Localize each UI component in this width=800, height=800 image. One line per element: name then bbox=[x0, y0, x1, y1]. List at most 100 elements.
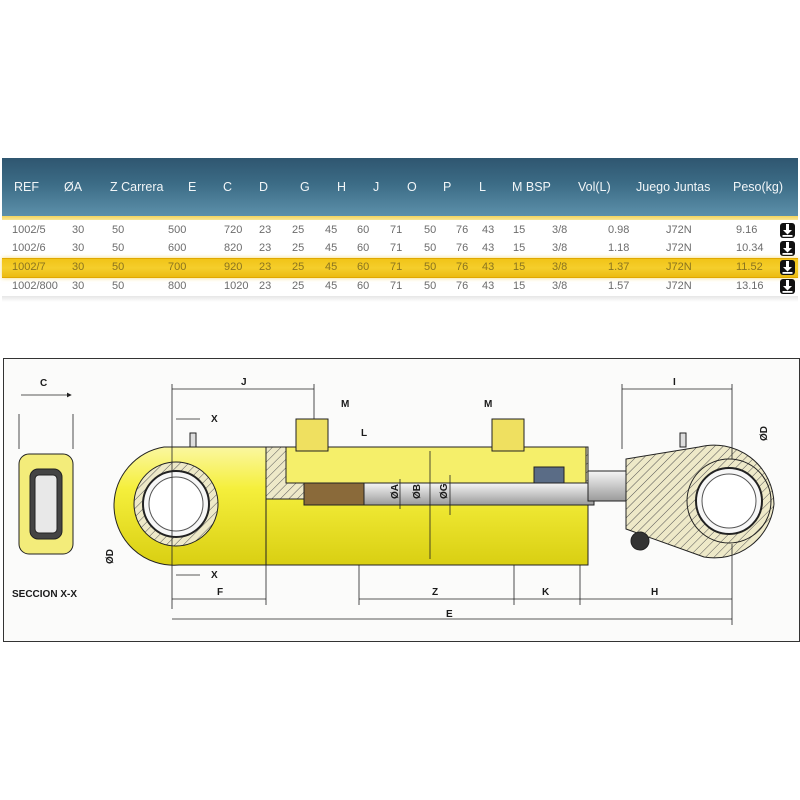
cell-h: 45 bbox=[325, 224, 338, 236]
header-m-bsp: M BSP bbox=[512, 180, 551, 194]
table-shadow bbox=[2, 296, 798, 302]
cell-c: 720 bbox=[224, 224, 243, 236]
cell-g: 25 bbox=[292, 280, 305, 292]
cell-j: 60 bbox=[357, 261, 370, 273]
cell-ref: 1002/6 bbox=[12, 242, 46, 254]
cell-x: 43 bbox=[482, 224, 495, 236]
cell-l: 76 bbox=[456, 280, 469, 292]
cell-juntas: J72N bbox=[666, 280, 692, 292]
label-g: ØG bbox=[439, 483, 450, 499]
header-e: E bbox=[188, 180, 197, 194]
cell-c: 1020 bbox=[224, 280, 249, 292]
cell-c: 920 bbox=[224, 261, 243, 273]
download-button[interactable] bbox=[780, 223, 795, 238]
download-button[interactable] bbox=[780, 260, 795, 275]
cell-e: 600 bbox=[168, 242, 187, 254]
cell-h: 45 bbox=[325, 280, 338, 292]
label-x-top: X bbox=[211, 414, 218, 425]
label-d-left: ØD bbox=[105, 549, 116, 564]
label-k: K bbox=[542, 587, 550, 598]
rod-clevis bbox=[625, 432, 775, 559]
cell-peso: 10.34 bbox=[736, 242, 764, 254]
label-m-right: M bbox=[484, 399, 493, 410]
label-i: I bbox=[673, 377, 676, 388]
header-ref: REF bbox=[14, 180, 39, 194]
cell-d: 23 bbox=[259, 224, 272, 236]
cell-o: 71 bbox=[390, 242, 403, 254]
cell-j: 60 bbox=[357, 242, 370, 254]
label-seccion-xx: SECCION X-X bbox=[12, 589, 78, 600]
header-o: O bbox=[407, 180, 417, 194]
label-m-left: M bbox=[341, 399, 350, 410]
header-c: C bbox=[223, 180, 233, 194]
header-p: P bbox=[443, 180, 452, 194]
cell-z: 50 bbox=[112, 261, 125, 273]
cell-z: 50 bbox=[112, 224, 125, 236]
cell-z: 50 bbox=[112, 280, 125, 292]
cell-j: 60 bbox=[357, 280, 370, 292]
label-c: C bbox=[40, 378, 48, 389]
cell-d: 23 bbox=[259, 280, 272, 292]
cell-d: 23 bbox=[259, 242, 272, 254]
cell-p: 50 bbox=[424, 261, 437, 273]
cell-j: 60 bbox=[357, 224, 370, 236]
download-icon bbox=[782, 224, 793, 237]
section-xx-view bbox=[18, 392, 74, 555]
cell-l: 76 bbox=[456, 242, 469, 254]
cell-p: 50 bbox=[424, 224, 437, 236]
cell-juntas: J72N bbox=[666, 242, 692, 254]
cell-g: 25 bbox=[292, 224, 305, 236]
cell-bsp: 3/8 bbox=[552, 242, 568, 254]
cell-vol: 1.37 bbox=[608, 261, 630, 273]
cell-l: 76 bbox=[456, 261, 469, 273]
cell-vol: 0.98 bbox=[608, 224, 630, 236]
cell-peso: 11.52 bbox=[736, 261, 763, 273]
cell-o: 71 bbox=[390, 261, 403, 273]
cell-d: 23 bbox=[259, 261, 272, 273]
header-h: H bbox=[337, 180, 347, 194]
cell-ref: 1002/5 bbox=[12, 224, 46, 236]
cell-g: 25 bbox=[292, 261, 305, 273]
cell-x: 43 bbox=[482, 261, 495, 273]
cell-m: 15 bbox=[513, 261, 526, 273]
header-vol: Vol(L) bbox=[578, 180, 611, 194]
spec-table: REF ØA Z Carrera E C D G H J O P L M BSP… bbox=[2, 158, 798, 294]
download-button[interactable] bbox=[780, 241, 795, 256]
cell-x: 43 bbox=[482, 280, 495, 292]
cell-e: 800 bbox=[168, 280, 187, 292]
header-a: ØA bbox=[64, 180, 83, 194]
rear-clevis bbox=[113, 432, 267, 566]
cell-juntas: J72N bbox=[666, 261, 692, 273]
cell-a: 30 bbox=[72, 261, 85, 273]
table-header: REF ØA Z Carrera E C D G H J O P L M BSP… bbox=[2, 158, 798, 216]
cell-h: 45 bbox=[325, 261, 338, 273]
cell-g: 25 bbox=[292, 242, 305, 254]
piston-rod bbox=[587, 470, 627, 502]
cell-a: 30 bbox=[72, 242, 85, 254]
cell-a: 30 bbox=[72, 280, 85, 292]
dimension-lines bbox=[171, 384, 733, 625]
cell-e: 500 bbox=[168, 224, 187, 236]
header-z-carrera: Z Carrera bbox=[110, 180, 164, 194]
cell-l: 76 bbox=[456, 224, 469, 236]
cylinder-barrel bbox=[265, 418, 595, 566]
label-b: ØB bbox=[412, 484, 423, 499]
cell-z: 50 bbox=[112, 242, 125, 254]
cell-peso: 9.16 bbox=[736, 224, 758, 236]
label-f: F bbox=[217, 587, 224, 598]
cell-c: 820 bbox=[224, 242, 243, 254]
cell-h: 45 bbox=[325, 242, 338, 254]
label-x-bottom: X bbox=[211, 570, 218, 581]
label-e: E bbox=[446, 609, 453, 620]
header-accent-band bbox=[2, 216, 798, 220]
cell-juntas: J72N bbox=[666, 224, 692, 236]
cell-ref: 1002/7 bbox=[12, 261, 46, 273]
download-button[interactable] bbox=[780, 279, 795, 294]
cell-m: 15 bbox=[513, 242, 526, 254]
cell-bsp: 3/8 bbox=[552, 224, 568, 236]
cell-vol: 1.18 bbox=[608, 242, 630, 254]
